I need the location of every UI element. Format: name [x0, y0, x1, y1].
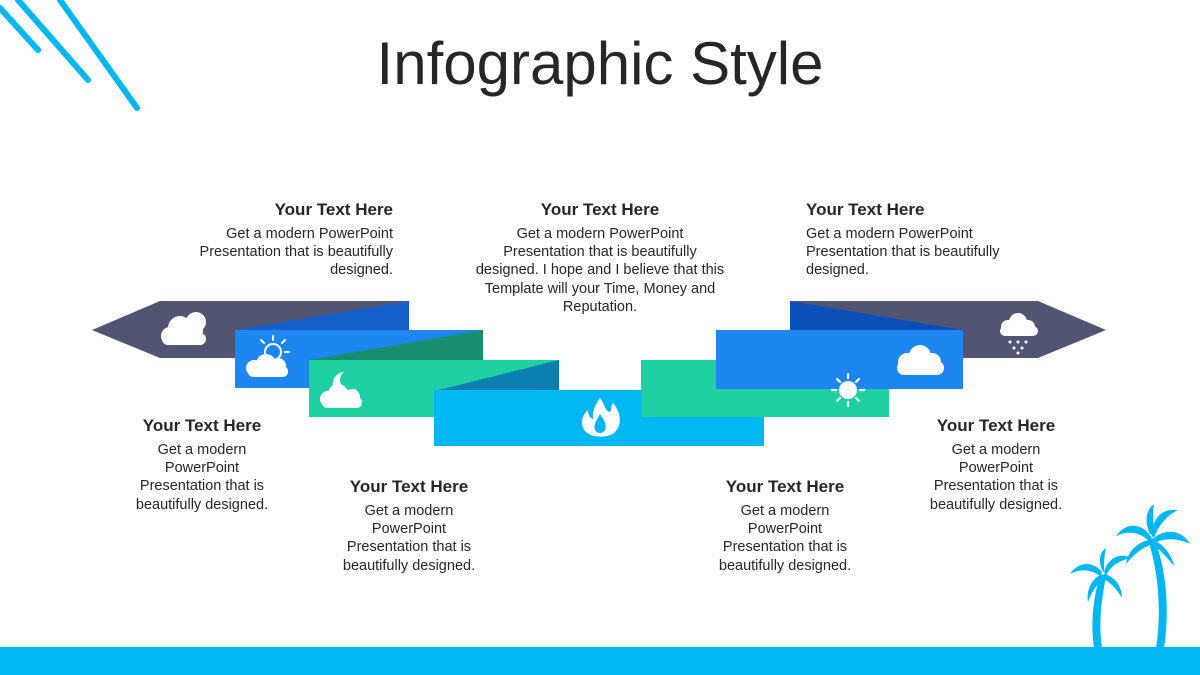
text-block-heading: Your Text Here	[725, 477, 845, 496]
text-line: Reputation.	[562, 298, 638, 315]
cloud-icon	[161, 312, 206, 345]
text-line: Presentation that is	[346, 539, 472, 556]
text-line: Get a modern	[364, 503, 454, 519]
text-line: Template will your Time, Money and	[484, 280, 716, 297]
text-block-top-right: Your Text Here Get a modern PowerPoint P…	[806, 199, 1056, 280]
text-block-top-left: Your Text Here Get a modern PowerPoint P…	[150, 199, 393, 280]
text-block-bottom-far-left: Your Text Here Get a modern PowerPoint P…	[112, 415, 292, 514]
text-line: Get a modern	[951, 442, 1041, 458]
text-line: Presentation that is beautifully	[806, 244, 1000, 261]
text-block-heading: Your Text Here	[936, 416, 1056, 435]
text-line: designed.	[330, 262, 393, 279]
text-line: Presentation that is beautifully	[199, 244, 393, 261]
text-line: beautifully designed.	[718, 557, 852, 574]
text-line: Presentation that is beautifully	[503, 244, 697, 261]
palm-trees-icon	[1070, 504, 1190, 648]
text-block-heading: Your Text Here	[142, 416, 262, 435]
rain-cloud-icon	[1000, 313, 1038, 355]
text-line: PowerPoint	[164, 460, 240, 477]
text-block-heading: Your Text Here	[349, 477, 469, 496]
text-line: Presentation that is	[139, 478, 265, 495]
text-line: Get a modern PowerPoint	[516, 226, 684, 242]
text-line: PowerPoint	[747, 521, 823, 538]
cloud-icon	[897, 345, 944, 375]
text-block-bottom-left: Your Text Here Get a modern PowerPoint P…	[319, 476, 499, 575]
text-line: beautifully designed.	[929, 496, 1063, 513]
sun-icon	[830, 372, 866, 408]
night-cloud-icon	[320, 372, 362, 408]
text-line: PowerPoint	[371, 521, 447, 538]
text-line: Get a modern PowerPoint	[806, 226, 973, 242]
text-line: Get a modern	[740, 503, 830, 519]
text-line: Presentation that is	[933, 478, 1059, 495]
text-block-top-center: Your Text Here Get a modern PowerPoint P…	[450, 199, 750, 316]
text-line: designed. I hope and I believe that this	[475, 262, 725, 279]
text-line: PowerPoint	[958, 460, 1034, 477]
decorative-lines	[0, 0, 140, 111]
ribbon-infographic	[92, 301, 1106, 446]
partly-sunny-icon	[246, 335, 290, 377]
text-block-heading: Your Text Here	[274, 200, 393, 219]
text-line: beautifully designed.	[135, 496, 269, 513]
text-line: Presentation that is	[722, 539, 848, 556]
text-block-bottom-far-right: Your Text Here Get a modern PowerPoint P…	[906, 415, 1086, 514]
text-line: Get a modern	[157, 442, 247, 458]
page-title: Infographic Style	[376, 30, 824, 97]
text-line: Get a modern PowerPoint	[226, 226, 393, 242]
footer-bar	[0, 647, 1200, 675]
text-line: beautifully designed.	[342, 557, 476, 574]
text-block-heading: Your Text Here	[540, 200, 660, 219]
text-block-heading: Your Text Here	[806, 200, 925, 219]
text-line: designed.	[806, 262, 869, 279]
text-block-bottom-right: Your Text Here Get a modern PowerPoint P…	[695, 476, 875, 575]
